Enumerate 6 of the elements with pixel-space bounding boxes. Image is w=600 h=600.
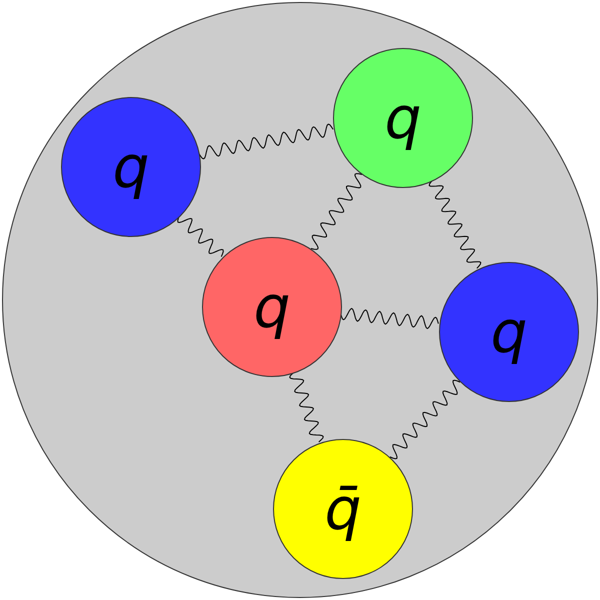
gluon-line: [289, 372, 324, 442]
gluon-line: [428, 179, 482, 269]
gluon-line: [310, 173, 363, 250]
gluon-line: [389, 380, 461, 460]
gluon-line: [198, 124, 334, 160]
gluon-line: [340, 308, 439, 330]
